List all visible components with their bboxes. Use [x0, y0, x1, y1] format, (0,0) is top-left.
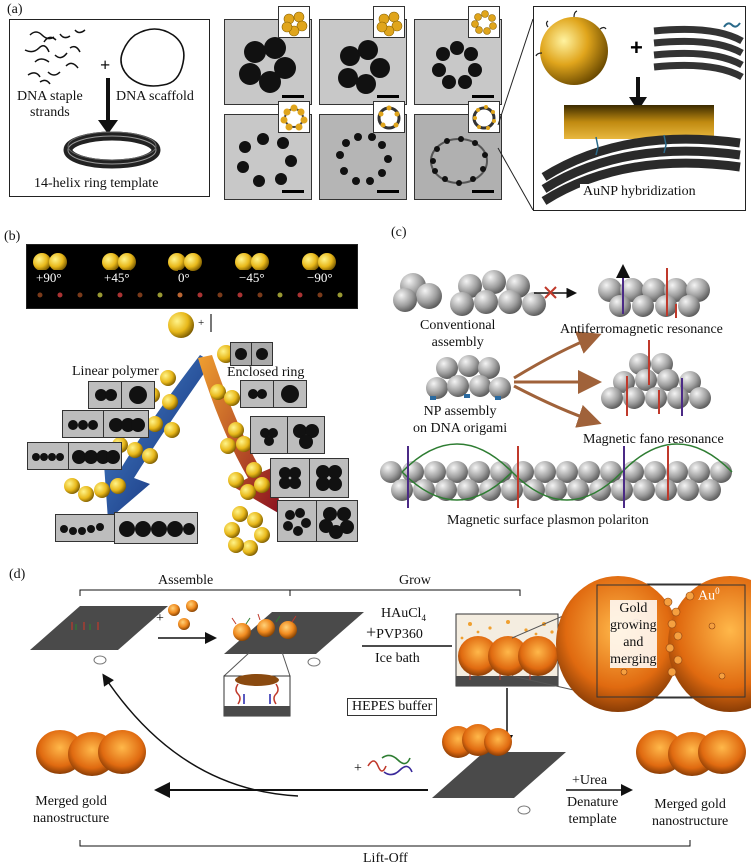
inset-ring-np-icon — [278, 101, 310, 133]
dna-strand-icon — [210, 314, 212, 332]
scale-bar — [472, 190, 494, 193]
origami-assembly-label: NP assembly on DNA origami — [413, 404, 508, 436]
tem-thumb — [270, 458, 310, 498]
tem-thumb — [309, 458, 349, 498]
hybridization-box: + — [533, 6, 746, 211]
tem-thumb — [27, 442, 69, 470]
au0-label: Au0 — [698, 586, 720, 604]
tem-thumb — [240, 380, 274, 408]
angle-label: +45° — [104, 270, 130, 286]
tem-image-2 — [319, 19, 407, 105]
tem-thumb — [114, 512, 198, 544]
linear-polymer-label: Linear polymer — [72, 364, 159, 379]
merged-right-label: Merged gold nanostructure — [652, 797, 729, 829]
scaffold-label: DNA scaffold — [116, 89, 194, 104]
scale-bar — [377, 95, 399, 98]
template-label: 14-helix ring template — [34, 176, 159, 191]
scaffold-loop-icon — [120, 28, 185, 87]
panel-a-label: (a) — [7, 2, 23, 17]
tem-thumb — [273, 380, 307, 408]
gold-growing-label: Gold growing and merging — [610, 600, 657, 668]
tem-thumb — [121, 381, 155, 409]
inset-ring-np-icon — [468, 101, 500, 133]
urea-label: +Urea — [572, 773, 608, 788]
tem-thumb — [287, 416, 325, 454]
ring-template-icon — [63, 131, 161, 169]
antiferromagnetic-label: Antiferromagnetic resonance — [560, 322, 723, 337]
fano-resonance-label: Magnetic fano resonance — [583, 432, 724, 447]
scale-bar — [377, 190, 399, 193]
spp-label: Magnetic surface plasmon polariton — [447, 513, 649, 528]
angle-label: −45° — [239, 270, 265, 286]
panel-c-label: (c) — [391, 225, 407, 240]
angle-label: 0° — [178, 270, 190, 286]
merged-left-label: Merged gold nanostructure — [33, 794, 110, 826]
scale-bar — [472, 95, 494, 98]
staple-strands-icon — [24, 29, 86, 85]
tem-thumb — [316, 500, 358, 542]
angle-label: −90° — [307, 270, 333, 286]
tem-dimer-thumb — [251, 342, 273, 366]
inset-5np-icon — [373, 6, 405, 38]
plus-sign: + — [198, 317, 205, 329]
scale-bar — [282, 190, 304, 193]
pvp-label: +PVP360 — [366, 622, 423, 642]
angle-label: +90° — [36, 270, 62, 286]
hepes-buffer-label: HEPES buffer — [347, 698, 438, 716]
tem-image-6 — [414, 114, 502, 200]
panel-d-label: (d) — [9, 567, 26, 582]
svg-text:+: + — [156, 611, 164, 626]
panel-b-label: (b) — [4, 229, 21, 244]
denature-label: Denature template — [567, 795, 619, 827]
tem-thumb — [68, 442, 122, 470]
tem-thumb — [277, 500, 317, 542]
svg-text:+: + — [630, 35, 643, 60]
staple-strands-label: DNA staple strands — [17, 89, 83, 120]
tem-dimer-thumb — [230, 342, 252, 366]
ring-bundle-icon — [653, 25, 744, 81]
svg-text:+: + — [354, 761, 362, 776]
ice-bath-label: Ice bath — [375, 651, 420, 666]
haucl4-label: HAuCl4 — [381, 606, 426, 623]
inset-7np-icon — [468, 6, 500, 38]
plus-sign: + — [100, 55, 111, 75]
aunp-icon — [540, 17, 608, 85]
scale-bar — [282, 95, 304, 98]
tem-thumb — [55, 514, 115, 542]
grow-label: Grow — [399, 573, 431, 588]
tem-thumb — [103, 410, 149, 438]
tem-thumb — [62, 410, 104, 438]
liftoff-label: Lift-Off — [363, 851, 408, 866]
tem-thumb — [250, 416, 288, 454]
enclosed-ring-label: Enclosed ring — [227, 365, 305, 380]
tem-thumb — [88, 381, 122, 409]
inset-5np-icon — [278, 6, 310, 38]
assemble-label: Assemble — [158, 573, 214, 588]
linear-path-arrow — [104, 355, 212, 520]
hybridization-label: AuNP hybridization — [580, 184, 699, 200]
inset-ring-np-icon — [373, 101, 405, 133]
tem-image-1 — [224, 19, 312, 105]
conventional-assembly-label: Conventional assembly — [420, 318, 496, 350]
